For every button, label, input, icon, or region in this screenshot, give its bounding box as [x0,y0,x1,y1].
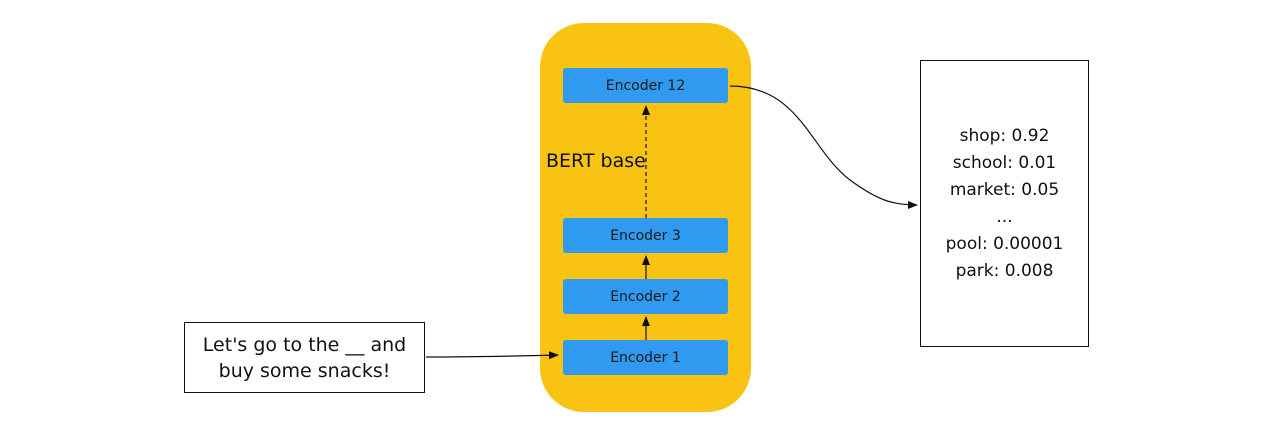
encoder-1-label: Encoder 1 [610,349,681,366]
input-sentence-box: Let's go to the __ and buy some snacks! [184,322,425,393]
output-item: shop: 0.92 [959,125,1050,146]
output-item: pool: 0.00001 [945,233,1064,254]
output-item: market: 0.05 [949,179,1060,200]
input-sentence-line-2: buy some snacks! [218,359,391,382]
encoder-2: Encoder 2 [563,279,728,314]
encoder-12-label: Encoder 12 [605,77,686,94]
encoder-3-label: Encoder 3 [610,227,681,244]
encoder-2-label: Encoder 2 [610,288,681,305]
output-item: ... [996,206,1013,227]
encoder-12-to-output-arrow [729,85,918,209]
input-sentence-line-1: Let's go to the __ and [202,333,407,356]
output-item: park: 0.008 [955,260,1054,281]
output-item: school: 0.01 [952,152,1057,173]
input-to-encoder-1-arrow [425,351,559,360]
bert-base-label: BERT base [546,150,646,172]
output-probabilities-box: shop: 0.92 school: 0.01 market: 0.05 ...… [920,60,1089,347]
encoder-3: Encoder 3 [563,218,728,253]
encoder-12: Encoder 12 [563,68,728,103]
encoder-1: Encoder 1 [563,340,728,375]
